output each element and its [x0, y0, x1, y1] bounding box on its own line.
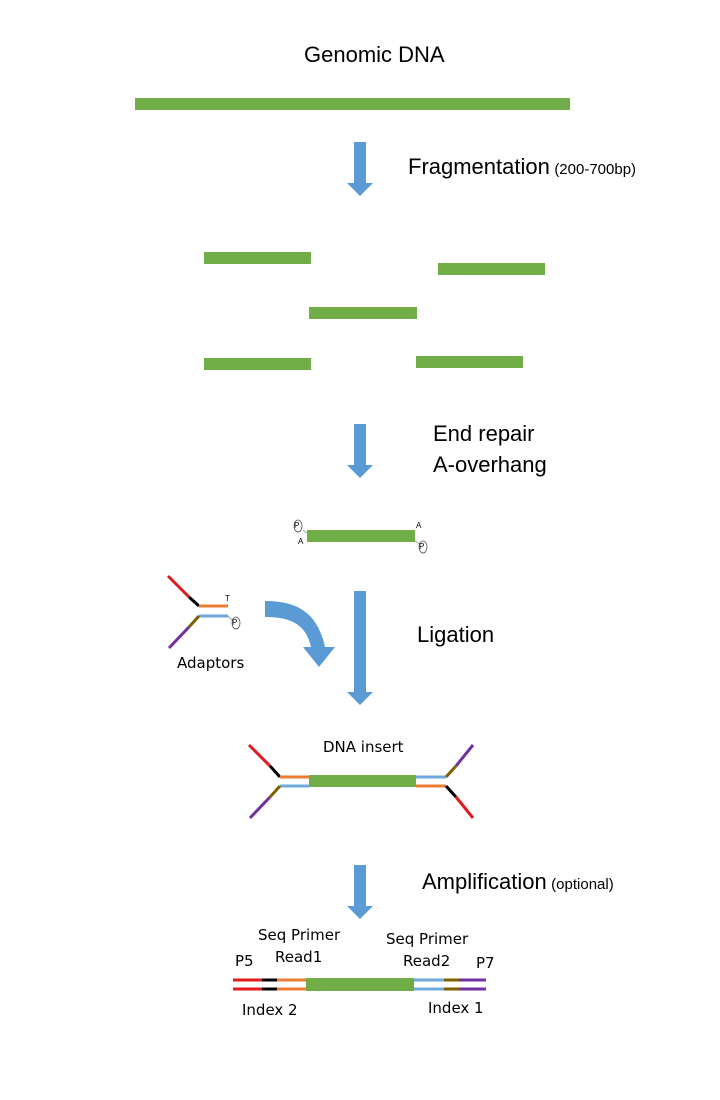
fragment-3: [309, 307, 417, 319]
phosphate-text-left: P: [294, 521, 300, 530]
ligation-label: Ligation: [417, 622, 495, 647]
seq-primer-read2-line2: Read2: [403, 952, 451, 970]
dna-insert-label: DNA insert: [323, 738, 404, 756]
repaired-fragment: [307, 530, 415, 542]
p5-label: P5: [235, 952, 254, 970]
down-arrow-amplification: [347, 865, 373, 919]
fragmentation-label: Fragmentation: [408, 154, 550, 179]
seq-primer-read2-line1: Seq Primer: [386, 930, 469, 948]
final-insert-bar: [306, 978, 414, 991]
amplification-note: (optional): [551, 876, 614, 893]
phosphate-icon-right: [418, 540, 428, 554]
index2-label: Index 2: [242, 1001, 298, 1019]
seq-primer-read1-line1: Seq Primer: [258, 926, 341, 944]
title-genomic-dna: Genomic DNA: [304, 42, 445, 67]
phosphate-icon-left: [293, 519, 303, 533]
down-arrow-ligation: [347, 591, 373, 705]
p7-label: P7: [476, 954, 495, 972]
fragment-5: [416, 356, 523, 368]
adaptors-label: Adaptors: [177, 654, 245, 672]
a-overhang-right: A: [416, 521, 422, 530]
fragment-1: [204, 252, 311, 264]
step-amplification: Amplification (optional): [422, 869, 614, 895]
end-repair-label: End repair: [433, 421, 535, 446]
genomic-dna-bar: [135, 98, 570, 110]
fragmentation-note: (200-700bp): [554, 161, 637, 178]
fragment-2: [438, 263, 545, 275]
down-arrow-end-repair: [347, 424, 373, 478]
t-overhang: T: [225, 594, 230, 603]
amplification-label: Amplification: [422, 869, 547, 894]
fragment-4: [204, 358, 311, 370]
phosphate-text-right: P: [419, 542, 425, 551]
down-arrow-fragmentation: [347, 142, 373, 196]
dna-insert-bar: [309, 775, 416, 787]
index1-label: Index 1: [428, 999, 484, 1017]
curved-arrow: [265, 601, 335, 667]
step-fragmentation: Fragmentation (200-700bp): [408, 154, 636, 180]
phosphate-text-adaptor: P: [232, 618, 238, 627]
a-overhang-label: A-overhang: [433, 452, 547, 477]
seq-primer-read1-line2: Read1: [275, 948, 323, 966]
phosphate-icon-adaptor: [231, 616, 241, 630]
a-overhang-left: A: [298, 537, 304, 546]
